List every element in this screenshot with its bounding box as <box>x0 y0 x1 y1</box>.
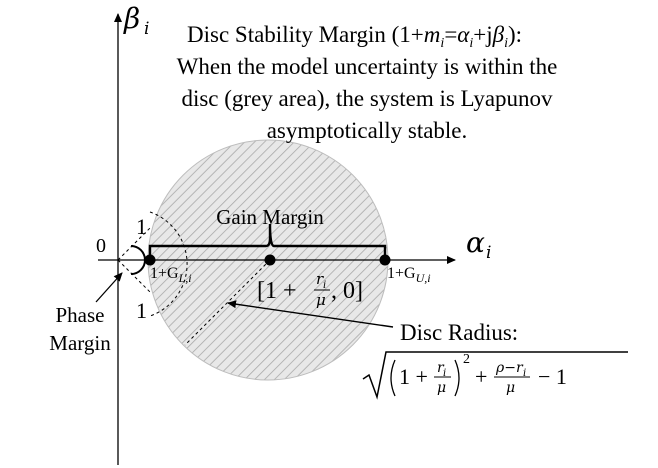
title-line-3: disc (grey area), the system is Lyapunov <box>181 86 553 111</box>
svg-text:μ: μ <box>316 291 326 309</box>
origin-label: 0 <box>96 235 106 257</box>
svg-text:+: + <box>475 364 487 389</box>
phase-angle-arc <box>130 245 146 275</box>
unit-arc <box>149 211 188 317</box>
title-block: Disc Stability Margin (1+mi=αi+jβi): Whe… <box>177 22 558 143</box>
gain-margin-label: Gain Margin <box>216 205 324 229</box>
lower-one-label: 1 <box>136 298 147 323</box>
title-line-2: When the model uncertainty is within the <box>177 54 558 79</box>
center-point-label: [1 + r i μ , 0] <box>257 270 363 309</box>
x-axis-label: α <box>466 226 485 259</box>
svg-text:− 1: − 1 <box>538 364 567 389</box>
svg-text:i: i <box>523 368 526 379</box>
right-point-label: 1+GU,i <box>387 265 431 285</box>
svg-text:r: r <box>316 270 324 288</box>
svg-text:2: 2 <box>463 352 470 367</box>
svg-text:, 0]: , 0] <box>331 278 363 304</box>
phase-margin-pointer <box>95 272 123 303</box>
y-axis-label: β <box>123 2 140 35</box>
left-point-label: 1+GL,i <box>150 265 192 285</box>
lower-unit-line <box>117 259 151 293</box>
svg-text:[1 +: [1 + <box>257 278 297 304</box>
svg-text:i: i <box>323 280 326 291</box>
phase-margin-label-2: Margin <box>49 331 111 355</box>
svg-text:i: i <box>443 368 446 379</box>
upper-one-label: 1 <box>136 214 147 239</box>
disc-radius-label: Disc Radius: <box>400 320 518 345</box>
title-line-1: Disc Stability Margin (1+mi=αi+jβi): <box>187 22 522 51</box>
svg-text:μ: μ <box>506 380 515 396</box>
title-line-4: asymptotically stable. <box>267 118 468 143</box>
svg-text:μ: μ <box>437 380 446 396</box>
svg-text:r: r <box>437 360 445 376</box>
phase-margin-label-1: Phase <box>56 303 105 327</box>
right-point <box>379 254 391 266</box>
gain-margin-bracket <box>148 223 387 258</box>
disc-radius-formula: 1 + r i μ 2 + ρ−r i μ − 1 <box>362 351 628 400</box>
y-axis-label-sub: i <box>144 19 149 39</box>
svg-text:ρ−r: ρ−r <box>495 360 524 376</box>
svg-text:1 +: 1 + <box>399 364 428 389</box>
x-axis-label-sub: i <box>486 243 491 263</box>
disc-radius-pointer <box>227 300 394 328</box>
upper-unit-line <box>117 227 151 261</box>
left-point <box>144 254 156 266</box>
